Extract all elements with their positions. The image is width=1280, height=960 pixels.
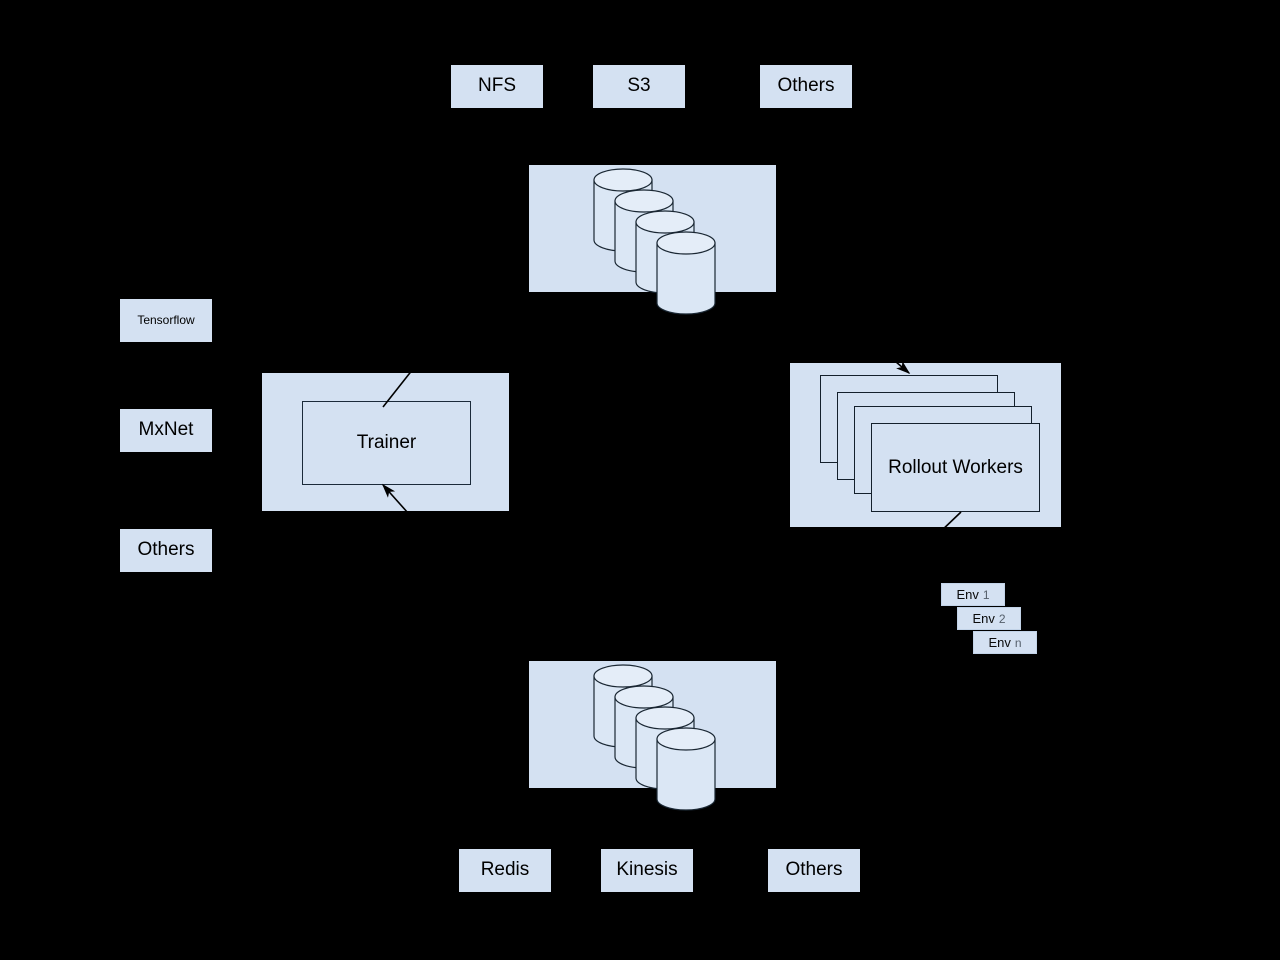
node-mxnet-label: MxNet <box>138 419 194 441</box>
bottom-data-store-panel[interactable] <box>529 661 776 788</box>
env-box-2[interactable]: Env 2 <box>957 607 1021 630</box>
node-others-top-label: Others <box>777 75 835 97</box>
node-others-frameworks-label: Others <box>137 539 195 561</box>
node-others-top[interactable]: Others <box>760 65 852 108</box>
env-box-1-name: Env <box>956 587 979 602</box>
node-others-frameworks[interactable]: Others <box>120 529 212 572</box>
node-s3[interactable]: S3 <box>593 65 685 108</box>
node-others-bottom[interactable]: Others <box>768 849 860 892</box>
rollout-card-front[interactable]: Rollout Workers <box>871 423 1040 512</box>
node-mxnet[interactable]: MxNet <box>120 409 212 452</box>
trainer-label: Trainer <box>356 431 417 453</box>
trainer-box[interactable]: Trainer <box>302 401 471 485</box>
node-nfs[interactable]: NFS <box>451 65 543 108</box>
node-s3-label: S3 <box>627 75 651 97</box>
env-box-1-index: 1 <box>982 587 990 602</box>
env-box-1[interactable]: Env 1 <box>941 583 1005 606</box>
node-redis[interactable]: Redis <box>459 849 551 892</box>
env-box-n-name: Env <box>988 635 1011 650</box>
env-box-n-index: n <box>1014 635 1022 650</box>
node-redis-label: Redis <box>480 859 530 881</box>
rollout-workers-label: Rollout Workers <box>888 456 1023 478</box>
node-tensorflow-label: Tensorflow <box>137 312 195 327</box>
node-tensorflow[interactable]: Tensorflow <box>120 299 212 342</box>
node-others-bottom-label: Others <box>785 859 843 881</box>
node-kinesis-label: Kinesis <box>616 859 678 881</box>
env-box-n[interactable]: Env n <box>973 631 1037 654</box>
top-data-store-panel[interactable] <box>529 165 776 292</box>
node-kinesis[interactable]: Kinesis <box>601 849 693 892</box>
env-box-2-index: 2 <box>998 611 1006 626</box>
env-box-2-name: Env <box>972 611 995 626</box>
node-nfs-label: NFS <box>478 75 516 97</box>
